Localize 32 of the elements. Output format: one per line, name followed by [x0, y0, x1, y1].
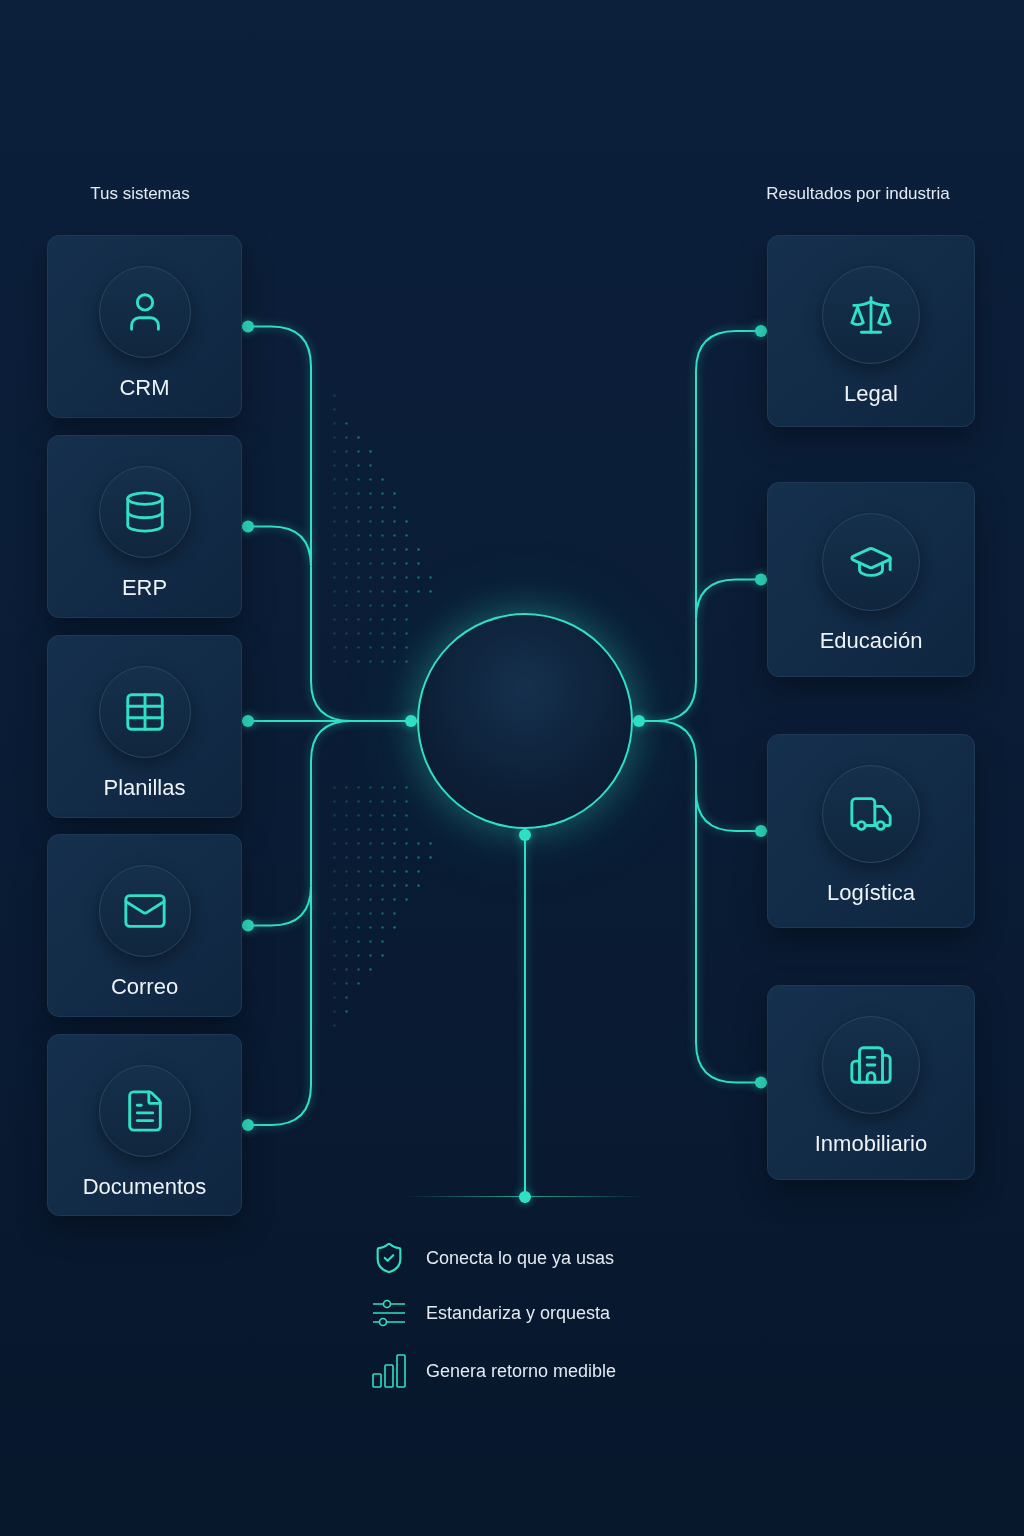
- card-label: Planillas: [103, 775, 186, 801]
- column-heading: Tus sistemas: [90, 183, 190, 205]
- card-label: CRM: [119, 375, 170, 401]
- system-card: [47, 435, 242, 618]
- connector-line: [519, 828, 531, 1204]
- industry-card: [767, 482, 975, 677]
- connector-line: [241, 884, 312, 932]
- industry-card: [767, 985, 975, 1180]
- feature-text: Conecta lo que ya usas: [426, 1247, 615, 1270]
- card-label: Inmobiliario: [814, 1131, 928, 1157]
- industry-card: [767, 734, 975, 928]
- feature-text: Estandariza y orquesta: [426, 1302, 611, 1325]
- connector-line: [695, 573, 768, 621]
- system-card: [47, 834, 242, 1017]
- connector-line: [655, 720, 697, 792]
- column-heading: Resultados por industria: [766, 183, 950, 205]
- card-label: ERP: [121, 575, 168, 601]
- system-card: [47, 235, 242, 418]
- card-label: Educación: [819, 628, 923, 654]
- connector-line: [695, 790, 768, 837]
- connector-line: [241, 520, 312, 568]
- card-label: Documentos: [82, 1174, 207, 1200]
- card-label: Legal: [844, 381, 898, 407]
- connector-line: [632, 715, 657, 727]
- industry-card: [767, 235, 975, 427]
- system-card: [47, 635, 242, 818]
- card-label: Correo: [110, 974, 179, 1000]
- connector-line: [310, 720, 352, 887]
- system-card: [47, 1034, 242, 1216]
- feature-text: Genera retorno medible: [426, 1360, 617, 1383]
- connector-line: [350, 715, 418, 727]
- card-label: Logística: [826, 880, 916, 906]
